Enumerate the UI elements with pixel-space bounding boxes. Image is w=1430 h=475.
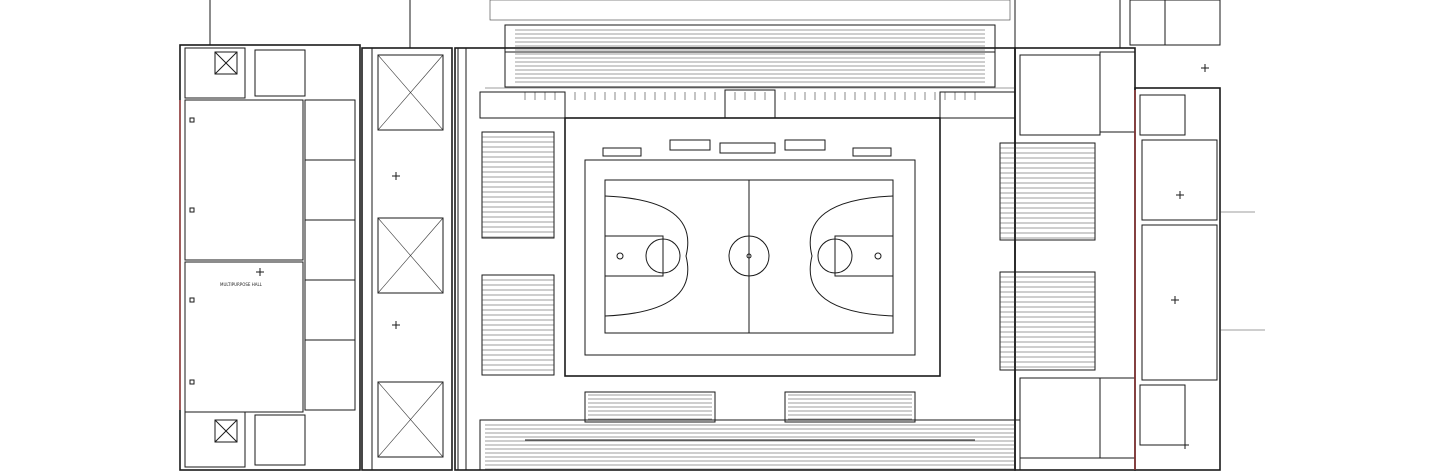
dimension-marks bbox=[256, 64, 1209, 449]
stair-core-top-left bbox=[184, 47, 306, 99]
plan-block bbox=[999, 142, 1096, 241]
plan-block bbox=[481, 131, 555, 239]
left-shafts bbox=[371, 48, 467, 470]
stair-core-bottom-left bbox=[184, 411, 306, 468]
right-bleachers bbox=[999, 142, 1096, 371]
outer-walls bbox=[179, 0, 1221, 471]
svg-text:MULTIPURPOSE HALL: MULTIPURPOSE HALL bbox=[220, 282, 263, 287]
bottom-stands bbox=[479, 391, 1021, 471]
basketball-court bbox=[604, 179, 894, 334]
plan-block bbox=[999, 271, 1096, 371]
top-stands bbox=[409, 0, 1016, 119]
court-enclosure bbox=[564, 117, 941, 377]
right-wing bbox=[1019, 0, 1265, 470]
scoring-benches bbox=[602, 139, 892, 157]
top-bleachers bbox=[515, 29, 985, 100]
bottom-bleachers bbox=[485, 394, 1015, 470]
left-wing: MULTIPURPOSE HALL bbox=[179, 99, 356, 413]
left-bleachers bbox=[481, 131, 555, 376]
